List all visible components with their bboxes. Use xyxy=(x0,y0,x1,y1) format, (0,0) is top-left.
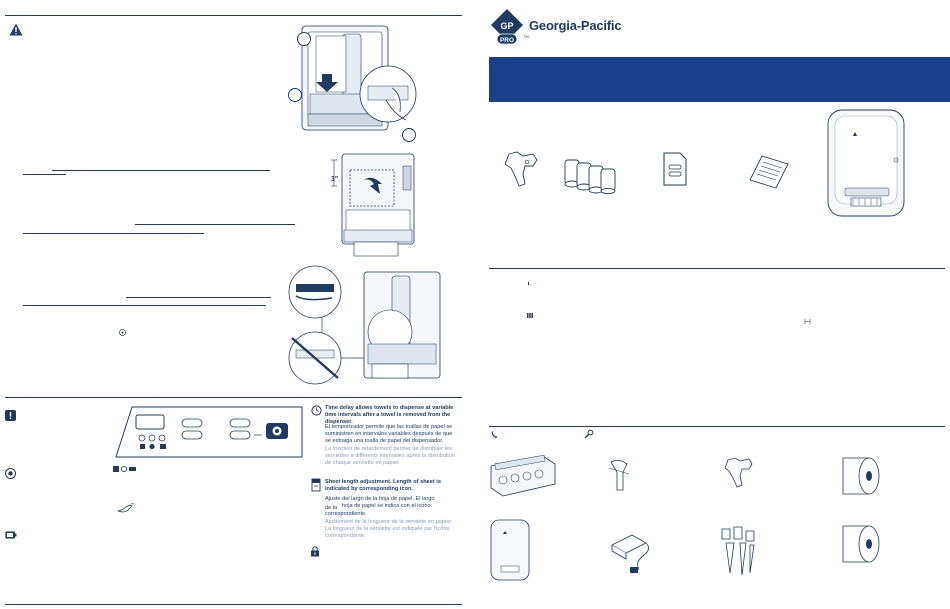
time-delay-text-en: Time delay allows towels to dispense at … xyxy=(325,405,454,425)
underline-5 xyxy=(126,297,271,298)
logo-trademark: TM xyxy=(523,34,529,39)
hand-wave-icon xyxy=(117,503,135,513)
sheet-length-text-es-3: correspondiente. xyxy=(325,511,367,517)
sensor-circle-icon xyxy=(5,468,16,479)
part-key xyxy=(725,456,755,490)
part-spindle xyxy=(605,458,635,494)
footnote-glyph-icon xyxy=(804,319,811,324)
warning-triangle-icon xyxy=(9,23,23,36)
top-left-rule xyxy=(5,15,462,16)
underline-1 xyxy=(52,170,270,171)
sheet-length-text-en: Sheet length adjustment. Length of sheet… xyxy=(325,479,441,492)
sheet-length-text-fr: Ajustement de la longueur de la serviett… xyxy=(325,519,453,539)
bottom-left-rule xyxy=(5,604,462,605)
underline-6 xyxy=(23,305,266,306)
step-marker-a xyxy=(297,32,311,46)
time-delay-text-fr: La fonction de retardement permet de dis… xyxy=(325,446,455,466)
part-dispenser-cover xyxy=(489,518,531,582)
underline-4 xyxy=(23,233,204,234)
paper-sheet-icon xyxy=(311,478,321,492)
battery-icon xyxy=(5,531,17,539)
right-mid-rule-1 xyxy=(489,268,945,269)
lock-icon xyxy=(310,546,320,557)
part-paper-roll-1 xyxy=(833,452,883,498)
left-mid-rule xyxy=(5,397,462,398)
tools-icon xyxy=(584,429,594,439)
correct-loading-illustration xyxy=(260,262,460,390)
clock-icon xyxy=(311,405,322,416)
step-marker-c xyxy=(402,128,416,142)
part-power-adapter xyxy=(606,523,654,575)
menu-glyph-icon xyxy=(527,313,533,318)
step-marker-b xyxy=(288,88,302,102)
sheet-length-text-es-2: hoja de papel se indica con el icono xyxy=(342,503,431,509)
sheet-length-label: 3" xyxy=(331,176,339,183)
part-control-module xyxy=(487,452,557,498)
title-banner xyxy=(489,57,950,102)
sensor-small-icon xyxy=(119,329,126,336)
underline-2 xyxy=(23,174,66,175)
time-delay-text-es: El temporizador permite que las toallas … xyxy=(325,424,453,444)
right-mid-rule-2 xyxy=(489,426,945,427)
info-square-icon xyxy=(5,410,16,421)
instruction-card-icon xyxy=(662,151,688,187)
sheet-length-illustration xyxy=(330,152,420,260)
sheet-length-text-es-1: Ajuste del largo de la hoja de papel. El… xyxy=(325,496,435,502)
phone-icon xyxy=(491,430,498,438)
brand-name: Georgia-Pacific xyxy=(529,18,622,33)
batteries-icon xyxy=(563,156,625,194)
gp-pro-logo: GP PRO xyxy=(491,9,523,47)
control-panel-illustration xyxy=(114,405,304,459)
logo-pro-text: PRO xyxy=(500,37,514,44)
sheet-length-text-es-prefix: de la xyxy=(325,505,338,511)
key-icon xyxy=(505,150,539,188)
dispenser-loading-illustration xyxy=(288,22,453,140)
logo-gp-text: GP xyxy=(500,21,513,31)
tick-glyph xyxy=(528,282,529,285)
underline-3 xyxy=(135,224,295,225)
part-brackets xyxy=(718,525,760,579)
panel-mini-icons xyxy=(113,466,137,472)
dispenser-product-image xyxy=(825,108,907,220)
part-paper-roll-2 xyxy=(833,520,883,566)
documents-icon xyxy=(748,154,790,190)
